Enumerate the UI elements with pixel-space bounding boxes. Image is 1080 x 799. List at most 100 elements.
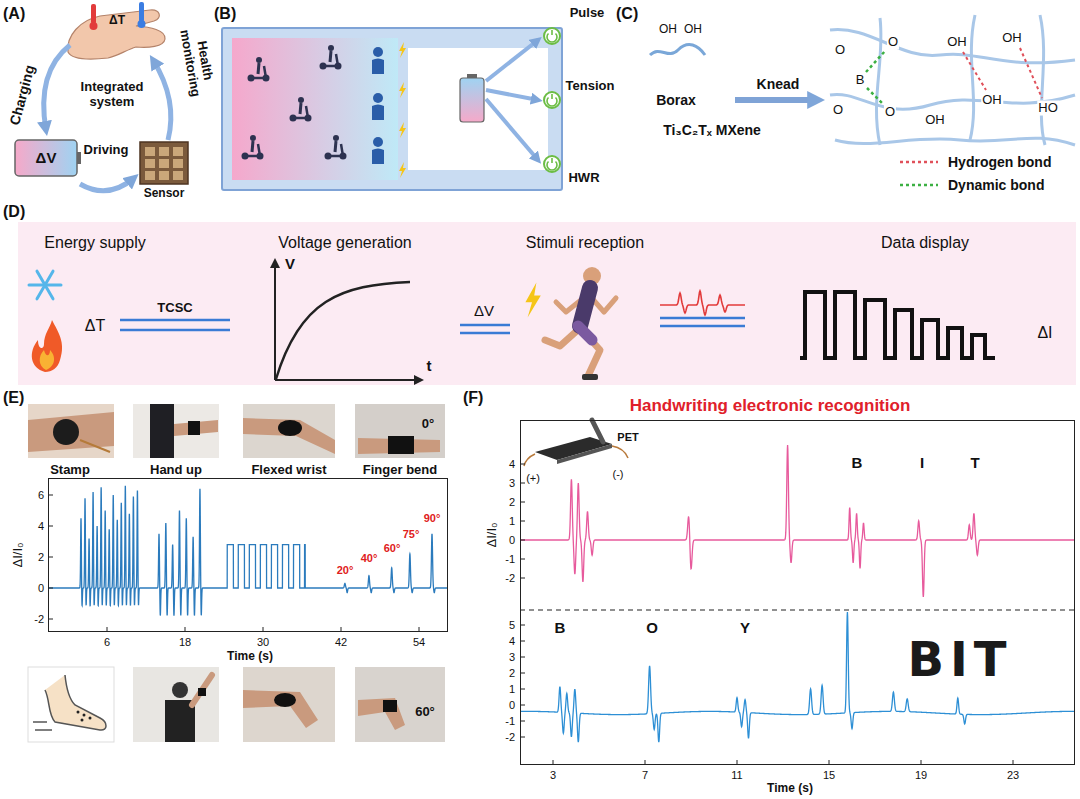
person-icon: [373, 137, 383, 147]
axis-tick: 1: [509, 683, 515, 696]
process-label: Knead: [757, 76, 800, 92]
flame-icon: [32, 320, 62, 372]
photo: [133, 404, 219, 458]
process-arrow: [735, 97, 818, 103]
runner-figure: [580, 288, 590, 326]
stage-band: [18, 222, 1076, 385]
angle-label: 60°: [415, 705, 435, 720]
device-line: [120, 329, 230, 332]
chemical-group: OH: [1001, 31, 1023, 46]
legend-text: Hydrogen bond: [946, 154, 1053, 170]
chemical-group: B: [855, 73, 866, 88]
axis-title: t: [427, 357, 432, 374]
runner-figure: [582, 374, 598, 380]
lead-wire: [612, 446, 628, 458]
hand-illustration: [68, 10, 165, 59]
switch-icon: [551, 30, 553, 35]
material-label: PET: [617, 431, 638, 444]
axis-tick: 6: [104, 636, 110, 649]
signal-trace: [660, 291, 745, 315]
mxene-network: [830, 30, 1075, 63]
center-label: Integrated system: [73, 80, 151, 110]
photo-arm: [243, 418, 335, 454]
scooter-icon: [335, 141, 336, 152]
gradient-field: [232, 38, 398, 180]
chemical-group: OH: [946, 35, 968, 50]
chemical-group: HO: [1037, 101, 1059, 116]
axis-tick: 2: [38, 551, 44, 564]
runner-figure: [578, 326, 592, 340]
battery-icon: [15, 140, 77, 176]
panel-label: (A): [3, 5, 25, 23]
snowflake-icon: [37, 271, 53, 299]
angle-label: 0°: [422, 417, 434, 432]
foot-drawing: [28, 667, 114, 742]
sensor-pixel: [145, 147, 155, 156]
photo-wire: [80, 440, 110, 452]
sensor-chip: [140, 142, 188, 184]
sensor-pixel: [145, 171, 155, 180]
letter-label: T: [970, 454, 979, 471]
chemical-group: OH: [683, 23, 703, 37]
photo-arm: [243, 690, 318, 728]
angle-label: 40°: [361, 552, 378, 565]
photo-caption: Hand up: [150, 463, 202, 478]
axis-tick: 1: [509, 515, 515, 528]
sensor-pixel: [159, 171, 169, 180]
axis-title: ΔI/I₀: [11, 543, 26, 568]
process-label: Charging: [6, 63, 37, 127]
sensor-trace: [49, 486, 447, 616]
device-line: [460, 324, 510, 327]
axis-tick: 23: [1007, 769, 1019, 782]
axis-tick: 0: [509, 534, 515, 547]
switch-icon: [544, 28, 560, 44]
panel-label: (E): [3, 389, 24, 407]
axis-tick: 3: [550, 769, 556, 782]
scooter-icon: [258, 63, 259, 74]
flame-icon: [40, 350, 54, 370]
scooter-icon: [333, 135, 339, 141]
photo-sensor: [278, 420, 302, 436]
axis-title: V: [285, 255, 295, 272]
lightning-icon: [399, 162, 406, 178]
device-line: [660, 317, 745, 320]
foot-drawing: [45, 675, 106, 730]
axis-tick: -2: [34, 613, 44, 626]
letter-label: O: [646, 619, 658, 636]
terminal-label: (-): [613, 468, 624, 481]
axis-tick: 4: [509, 458, 515, 471]
photo-sensor: [388, 436, 414, 454]
thermometer-cold: [138, 20, 146, 28]
photo-arm: [192, 675, 212, 705]
sensor-pixel: [173, 147, 183, 156]
material-label: Ti₃C₂Tₓ MXene: [663, 122, 761, 138]
axis-tick: 18: [179, 636, 191, 649]
foot-dot: [77, 711, 80, 714]
circuit-inner: [408, 48, 548, 170]
application-label: HWR: [568, 171, 599, 186]
photo-sensor: [53, 419, 79, 445]
chemical-group: O: [884, 105, 896, 120]
device-label: Sensor: [144, 187, 185, 201]
axis-tick: 11: [731, 769, 742, 782]
device-line: [660, 325, 745, 328]
scooter-icon: [330, 51, 331, 62]
artwork: [15, 2, 1077, 765]
lightning-icon: [399, 122, 406, 138]
legend-text: Dynamic bond: [946, 177, 1046, 193]
photo-caption: Flexed wrist: [251, 463, 326, 478]
stage-heading: Data display: [881, 234, 969, 252]
photo-finger: [358, 698, 405, 730]
sensor-pixel: [159, 147, 169, 156]
photo: [355, 667, 445, 742]
symbol-label: ΔI: [1037, 324, 1052, 342]
letter-label: Y: [740, 619, 750, 636]
axis-tick: 6: [38, 489, 44, 502]
circuit-frame: [222, 28, 562, 190]
chart-title: Handwriting electronic recognition: [630, 396, 911, 416]
axis-tick: 42: [335, 636, 347, 649]
angle-label: 60°: [384, 542, 401, 555]
hydrogen-bond-line: [1020, 48, 1042, 98]
axis-tick: -1: [505, 553, 515, 566]
cycle-arrow: [80, 178, 134, 191]
